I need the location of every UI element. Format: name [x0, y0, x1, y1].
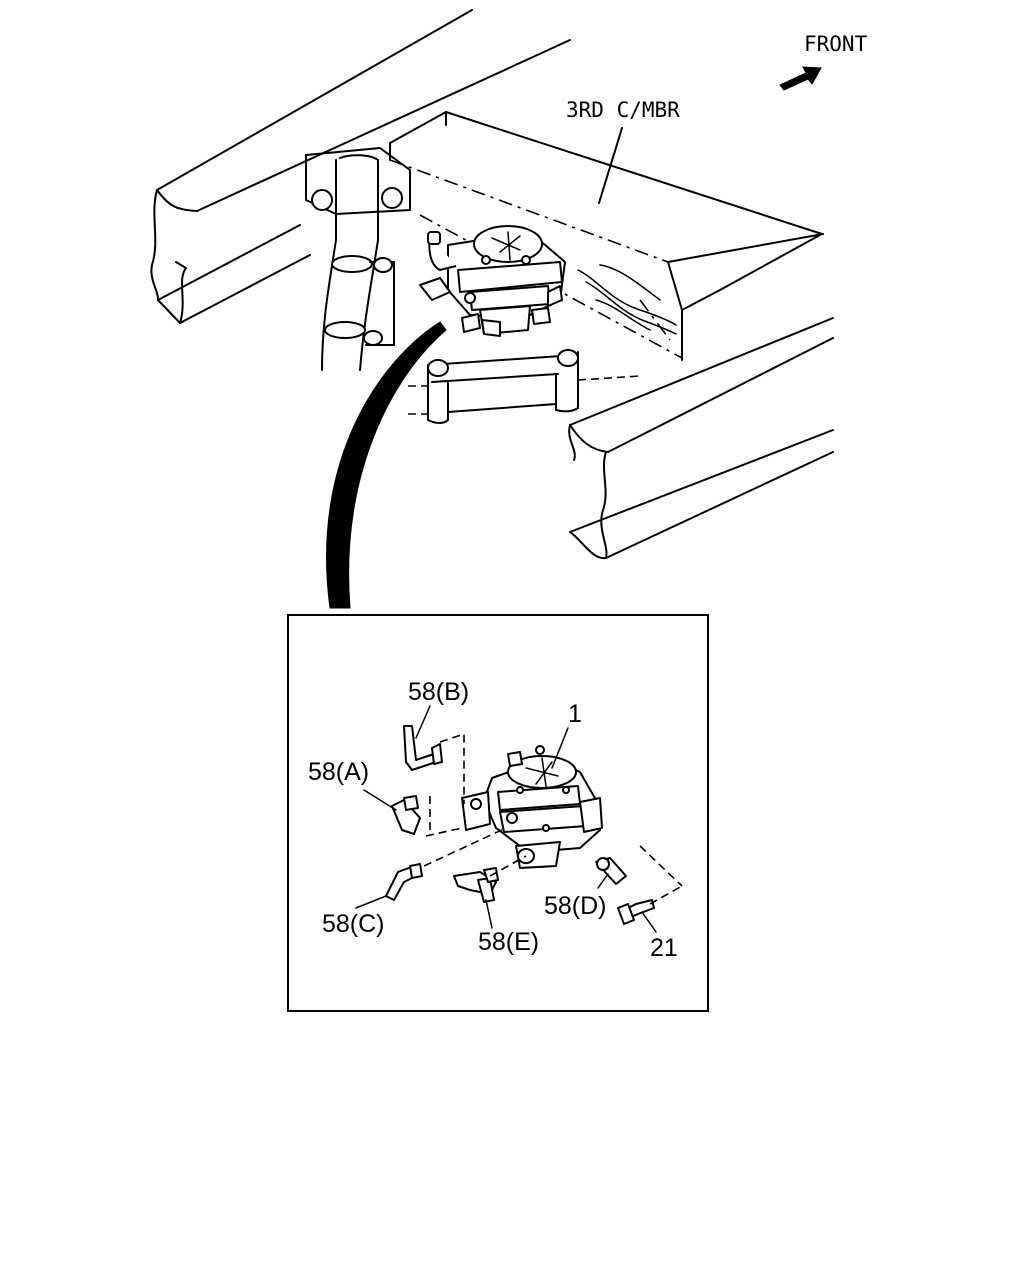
detail-frame — [287, 614, 709, 1012]
fitting-58e — [453, 867, 499, 903]
assembly-guide-lines — [423, 732, 683, 905]
bolt-21 — [617, 899, 655, 925]
frame-rail-lower — [568, 317, 834, 560]
callout-item-58a: 58(A) — [308, 758, 369, 786]
fitting-58b — [403, 725, 443, 771]
valve-assembly-detail — [461, 745, 603, 869]
callout-item-58b: 58(B) — [408, 678, 469, 706]
third-cross-member — [389, 111, 824, 361]
cross-member-label: 3RD C/MBR — [566, 98, 680, 122]
callout-item-1: 1 — [568, 700, 582, 728]
front-arrow-icon — [779, 66, 822, 91]
fitting-58d — [595, 857, 627, 885]
callout-item-58c: 58(C) — [322, 910, 385, 938]
callout-item-58e: 58(E) — [478, 928, 539, 956]
pipe-bracket — [305, 147, 411, 371]
callout-item-58d: 58(D) — [544, 892, 607, 920]
front-label: FRONT — [804, 32, 868, 56]
mount-bracket-bar — [408, 349, 641, 424]
frame-rail-upper — [150, 9, 571, 324]
callout-leaders — [355, 705, 657, 933]
fitting-58c — [385, 863, 423, 901]
detail-connector-arc — [326, 321, 447, 609]
valve-assembly-installed — [419, 225, 566, 337]
callout-item-21: 21 — [650, 934, 678, 962]
fitting-58a — [391, 795, 421, 835]
